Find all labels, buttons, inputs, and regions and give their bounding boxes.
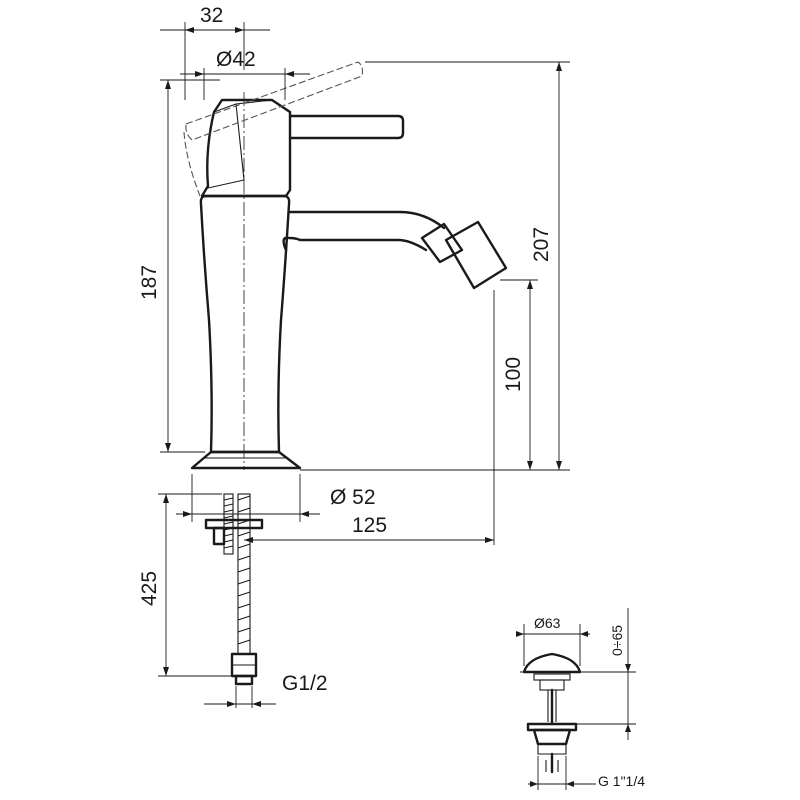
dim-label-waste-diameter: Ø63 bbox=[534, 615, 561, 631]
lever-handle bbox=[183, 61, 405, 198]
dim-label-base-diameter: Ø 52 bbox=[330, 486, 376, 509]
dimension-lines bbox=[158, 22, 636, 790]
dim-label-waste-range: 0÷65 bbox=[609, 625, 625, 656]
dim-label-hose-thread: G1/2 bbox=[282, 672, 328, 695]
fixing-kit bbox=[204, 493, 264, 686]
dim-label-100: 100 bbox=[502, 357, 525, 392]
dim-label-waste-thread: G 1"1/4 bbox=[598, 773, 645, 789]
dim-label-425: 425 bbox=[138, 571, 161, 606]
dim-label-handle-diameter: Ø42 bbox=[216, 48, 256, 71]
dim-label-32: 32 bbox=[200, 4, 223, 27]
dim-label-187: 187 bbox=[138, 265, 161, 300]
dim-label-207: 207 bbox=[530, 227, 553, 262]
waste-valve bbox=[520, 652, 584, 774]
dim-label-125: 125 bbox=[352, 514, 387, 537]
dimension-labels: 32 Ø42 207 187 100 Ø 52 125 425 G1/2 Ø63… bbox=[138, 4, 645, 789]
spout bbox=[282, 210, 508, 290]
